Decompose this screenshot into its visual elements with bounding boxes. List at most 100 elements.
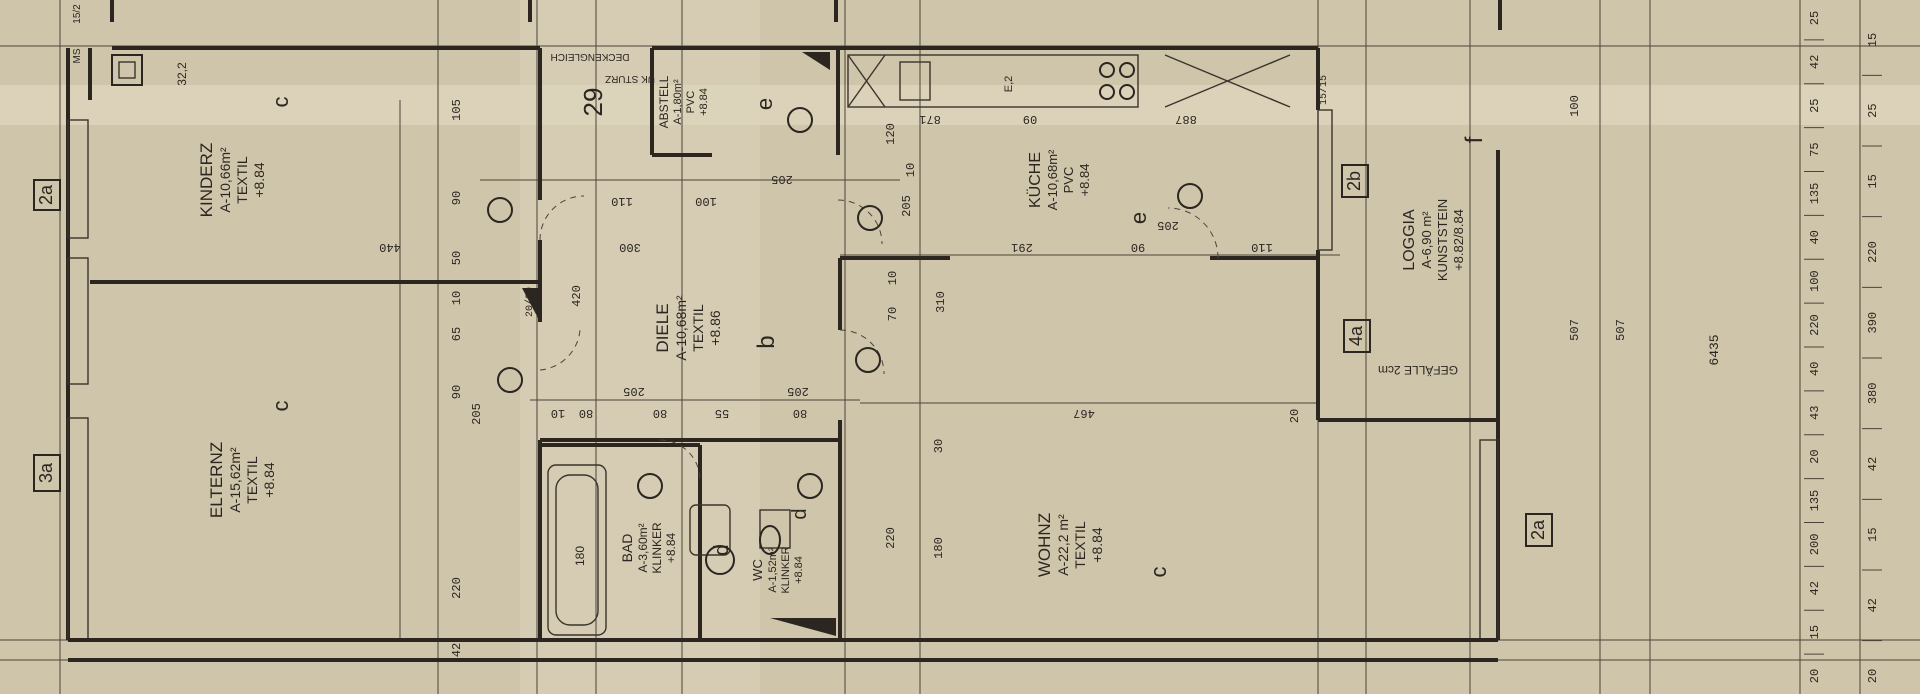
dim-205-e: 205: [623, 384, 645, 398]
dimension-labels: 105 90 50 10 65 90 205 220 440 420 300 1…: [379, 75, 1722, 657]
dim-80-a: 80: [579, 406, 593, 420]
note-ms: MS: [72, 48, 83, 63]
dim-205-a: 205: [470, 403, 484, 425]
chain-b-dim-3: 220: [1866, 241, 1880, 263]
dim-105: 105: [450, 99, 464, 121]
chain-b-dim-1: 25: [1866, 103, 1880, 117]
room-loggia-level: +8.82/8.84: [1451, 209, 1466, 271]
chain-a-dim-11: 135: [1808, 490, 1822, 512]
letter-wohnz: c: [1146, 567, 1171, 578]
dim-80-c: 80: [793, 406, 807, 420]
room-loggia-name: LOGGIA: [1401, 209, 1418, 271]
letter-kuche: e: [1126, 212, 1151, 224]
right-dim-100: 100: [1568, 95, 1582, 117]
chain-b-dim-4: 390: [1866, 312, 1880, 334]
chain-a-dim-12: 200: [1808, 534, 1822, 556]
dim-887: 887: [1175, 112, 1197, 126]
room-abstell-name: ABSTELL: [657, 75, 671, 128]
chain-a-dim-13: 42: [1808, 581, 1822, 595]
room-kinderz-level: +8.84: [251, 162, 267, 198]
dim-291: 291: [1011, 240, 1033, 254]
dim-180: 180: [932, 537, 946, 559]
room-elternz-name: ELTERNZ: [207, 442, 226, 518]
room-wohnz-name: WOHNZ: [1035, 513, 1054, 577]
dim-220: 220: [450, 577, 464, 599]
room-kinderz-floor: TEXTIL: [234, 156, 250, 204]
right-dim-507-a: 507: [1568, 319, 1582, 341]
chain-b-dim-0: 15: [1866, 33, 1880, 47]
fixtures: [111, 52, 1291, 636]
tag-3a-left: 3a: [36, 462, 56, 483]
chain-b-dim-2: 15: [1866, 174, 1880, 188]
room-bad-name: BAD: [619, 534, 635, 563]
dim-420: 420: [570, 285, 584, 307]
note-e2: E,2: [1003, 76, 1015, 93]
dim-10-a: 10: [450, 291, 464, 305]
chain-a-dim-1: 42: [1808, 55, 1822, 69]
tag-2a-right: 2a: [1528, 519, 1548, 540]
chain-b-dim-8: 42: [1866, 598, 1880, 612]
tag-2b: 2b: [1344, 171, 1364, 191]
dim-310: 310: [934, 291, 948, 313]
chain-a-dim-6: 100: [1808, 270, 1822, 292]
room-diele-level: +8.86: [707, 310, 723, 346]
room-bad: BAD A-3,60m² KLINKER +8.84: [619, 522, 678, 574]
room-abstell-level: +8.84: [698, 88, 710, 116]
dim-15-15: 15/15: [1318, 75, 1330, 105]
room-kinderz-name: KINDERZ: [197, 143, 216, 218]
letter-bad: d: [711, 544, 733, 555]
room-elternz-area: A-15,62m²: [227, 447, 243, 513]
unit-number: 29: [578, 88, 608, 117]
chain-a-dim-5: 40: [1808, 230, 1822, 244]
dim-42: 42: [450, 643, 464, 657]
dim-10-d: 10: [551, 406, 565, 420]
chain-b-dim-9: 20: [1866, 669, 1880, 683]
right-dim-507-b: 507: [1614, 319, 1628, 341]
chain-a-dim-2: 25: [1808, 99, 1822, 113]
tag-2a-left: 2a: [36, 184, 56, 205]
room-elternz-level: +8.84: [261, 462, 277, 498]
dim-205-c: 205: [900, 195, 914, 217]
letter-eltern: c: [268, 401, 293, 412]
right-dim-6435: 6435: [1707, 334, 1722, 365]
dim-220-b: 220: [884, 527, 898, 549]
room-bad-level: +8.84: [664, 532, 678, 563]
room-wohnz: WOHNZ A-22,2 m² TEXTIL +8.84: [1035, 513, 1105, 577]
dim-10-b: 10: [904, 163, 918, 177]
dim-100: 100: [695, 194, 717, 208]
room-bad-floor: KLINKER: [650, 522, 664, 574]
dim-70: 70: [886, 307, 900, 321]
room-tags: 2a 3a 2b 4a 2a 29: [33, 88, 1553, 547]
room-loggia-area: A-6,90 m²: [1419, 211, 1434, 269]
walls: [66, 0, 1502, 662]
note-sheet: 15/2: [72, 4, 83, 24]
dim-110-a: 110: [611, 194, 633, 208]
dim-440: 440: [379, 240, 401, 254]
dim-55: 55: [715, 406, 729, 420]
room-kinderz: KINDERZ A-10,66m² TEXTIL +8.84: [197, 143, 267, 218]
room-kuche-area: A-10,68m²: [1045, 149, 1060, 210]
room-kuche: KÜCHE A-10,68m² PVC +8.84: [1026, 149, 1092, 210]
room-wc-area: A-1,52m²: [767, 547, 779, 593]
room-wc: WC A-1,52m² KLINKER +8.84: [750, 546, 805, 593]
room-loggia: LOGGIA A-6,90 m² KUNSTSTEIN +8.82/8.84: [1401, 199, 1466, 281]
dim-65: 65: [450, 327, 464, 341]
dim-871: 871: [919, 112, 941, 126]
dim-205-d: 205: [1157, 218, 1179, 232]
chain-a-dim-8: 40: [1808, 362, 1822, 376]
room-diele-floor: TEXTIL: [690, 304, 706, 352]
chain-a-dim-15: 20: [1808, 669, 1822, 683]
chain-b-dim-5: 380: [1866, 383, 1880, 405]
chain-a-dim-10: 20: [1808, 449, 1822, 463]
dim-10-c: 10: [886, 271, 900, 285]
chain-a-dim-0: 25: [1808, 11, 1822, 25]
room-abstell-floor: PVC: [685, 91, 697, 114]
chain-b-dim-6: 42: [1866, 457, 1880, 471]
dim-205-b: 205: [771, 172, 793, 186]
paper-light-area: [520, 0, 760, 694]
dim-90-a: 90: [450, 191, 464, 205]
room-kuche-name: KÜCHE: [1026, 152, 1044, 208]
dim-09: 09: [1023, 112, 1037, 126]
